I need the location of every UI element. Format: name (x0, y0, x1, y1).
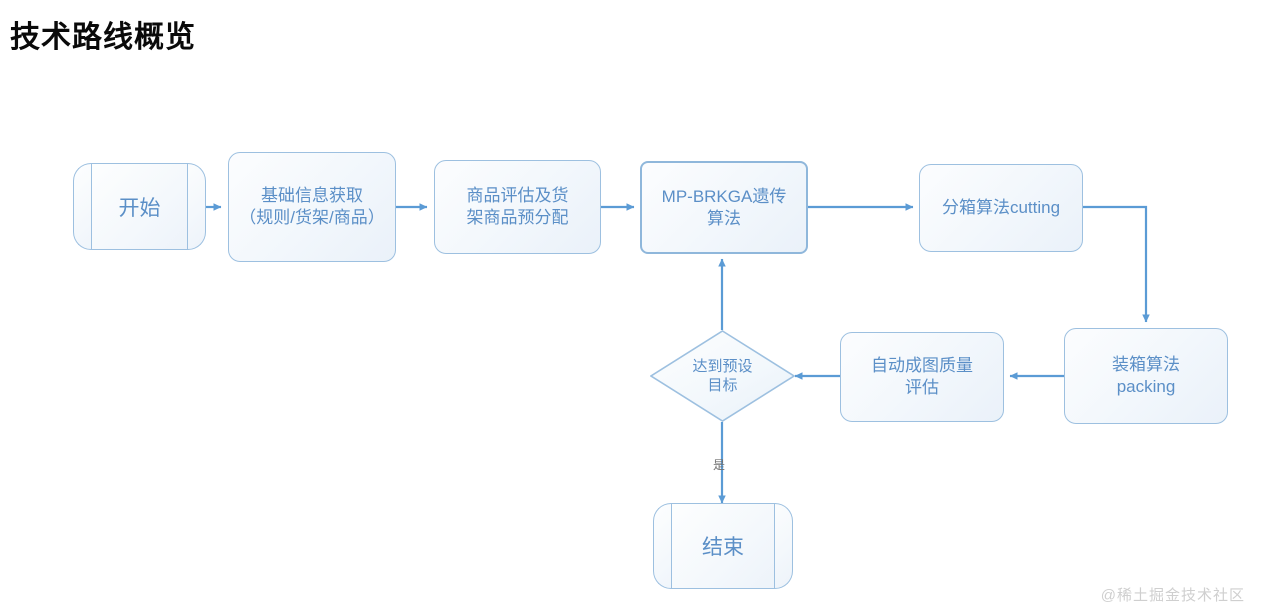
diamond-shape (650, 330, 795, 422)
node-decision-label: 达到预设 目标 (692, 357, 753, 395)
node-packing[interactable]: 装箱算法 packing (1064, 328, 1228, 424)
cylinder-body (91, 163, 188, 250)
node-mpbrkga-label: MP-BRKGA遗传 算法 (661, 186, 787, 228)
node-decision[interactable]: 达到预设 目标 (650, 330, 795, 422)
node-start[interactable]: 开始 (73, 163, 206, 250)
node-quality-label: 自动成图质量 评估 (871, 356, 973, 397)
edge-cutting-packing (1083, 205, 1150, 323)
page-title: 技术路线概览 (10, 21, 196, 54)
node-assess-label: 商品评估及货 架商品预分配 (466, 186, 569, 227)
node-basicinfo-label: 基础信息获取 （规则/货架/商品） (239, 186, 385, 227)
cylinder-body-end (671, 503, 775, 589)
node-end-label: 结束 (702, 536, 744, 559)
node-cutting-label: 分箱算法cutting (941, 198, 1061, 218)
node-assess[interactable]: 商品评估及货 架商品预分配 (434, 160, 601, 254)
node-start-label: 开始 (118, 196, 161, 220)
watermark: @稀土掘金技术社区 (1100, 587, 1245, 604)
node-packing-label: 装箱算法 packing (1112, 355, 1180, 396)
node-mpbrkga[interactable]: MP-BRKGA遗传 算法 (640, 161, 808, 254)
edge-label-yes: 是 (713, 458, 726, 472)
node-quality[interactable]: 自动成图质量 评估 (840, 332, 1004, 422)
node-cutting[interactable]: 分箱算法cutting (919, 164, 1083, 252)
node-end[interactable]: 结束 (653, 503, 793, 589)
node-basicinfo[interactable]: 基础信息获取 （规则/货架/商品） (228, 152, 396, 262)
